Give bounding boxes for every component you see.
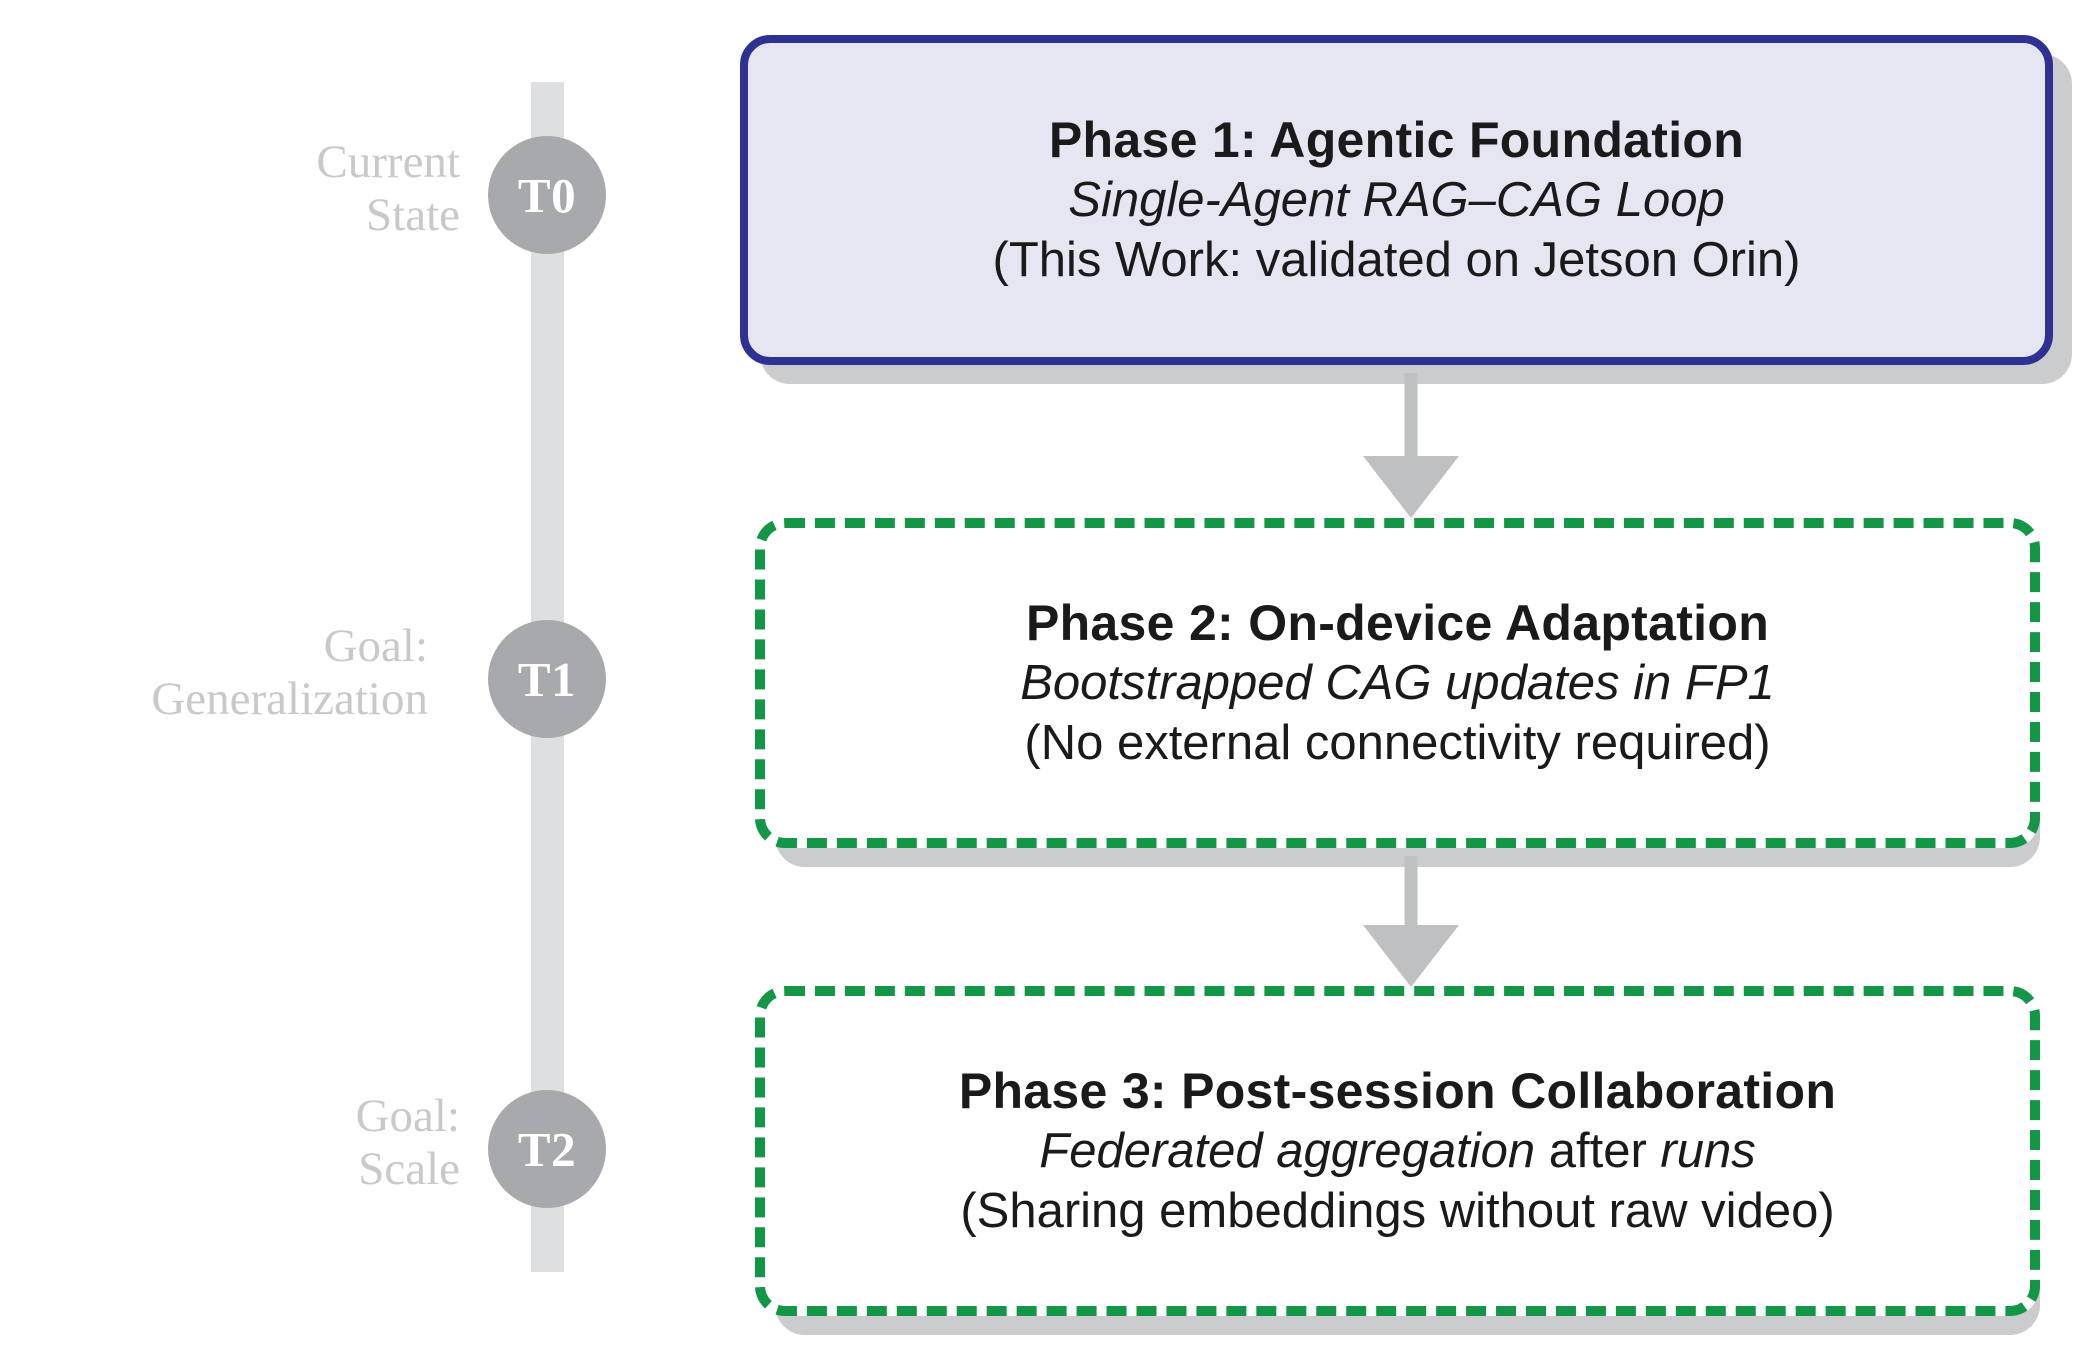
arrow-head (1363, 925, 1459, 987)
phase-1-note: (This Work: validated on Jetson Orin) (992, 232, 1801, 287)
stage-caption-t1-line-1: Goal: (323, 620, 428, 672)
phase-3-subtitle-regular: after (1535, 1123, 1661, 1178)
phase-1-box[interactable]: Phase 1: Agentic Foundation Single-Agent… (740, 35, 2053, 365)
phase-3-box[interactable]: Phase 3: Post-session Collaboration Fede… (755, 986, 2040, 1316)
arrow-head (1363, 456, 1459, 518)
phase-3-note: (Sharing embeddings without raw video) (960, 1183, 1835, 1238)
stage-caption-t0: Current State (60, 136, 460, 241)
phase-1-title: Phase 1: Agentic Foundation (1048, 111, 1745, 168)
phase-3-subtitle-italic-2: runs (1660, 1123, 1756, 1178)
stage-caption-t2: Goal: Scale (60, 1090, 460, 1195)
stage-caption-t1-line-2: Generalization (151, 672, 428, 725)
arrow-phase1-to-phase2-icon (1363, 373, 1459, 518)
phase-3-subtitle: Federated aggregation after runs (1039, 1122, 1755, 1182)
timeline-node-t1-label: T1 (517, 651, 577, 707)
stage-caption-t0-line-1: Current (316, 136, 460, 188)
stage-caption-t2-line-2: Scale (358, 1142, 460, 1195)
phase-3-subtitle-italic-1: Federated aggregation (1039, 1123, 1536, 1178)
phase-3-title: Phase 3: Post-session Collaboration (958, 1062, 1837, 1119)
stage-caption-t0-line-2: State (366, 188, 460, 241)
stage-caption-t1: Goal: Generalization (28, 620, 428, 725)
arrow-shaft (1404, 856, 1418, 926)
timeline-node-t2-label: T2 (517, 1121, 577, 1177)
timeline-node-t2[interactable]: T2 (488, 1090, 606, 1208)
timeline-node-t1[interactable]: T1 (488, 620, 606, 738)
arrow-shaft (1404, 373, 1418, 457)
stage-caption-t2-line-1: Goal: (355, 1090, 460, 1142)
phase-2-subtitle: Bootstrapped CAG updates in FP1 (1020, 655, 1775, 710)
phase-2-note: (No external connectivity required) (1024, 715, 1771, 770)
phase-2-box[interactable]: Phase 2: On-device Adaptation Bootstrapp… (755, 518, 2040, 848)
timeline-node-t0-label: T0 (517, 167, 577, 223)
arrow-phase2-to-phase3-icon (1363, 856, 1459, 987)
timeline-node-t0[interactable]: T0 (488, 136, 606, 254)
phase-2-title: Phase 2: On-device Adaptation (1025, 594, 1770, 651)
phase-1-subtitle: Single-Agent RAG–CAG Loop (1068, 172, 1725, 227)
